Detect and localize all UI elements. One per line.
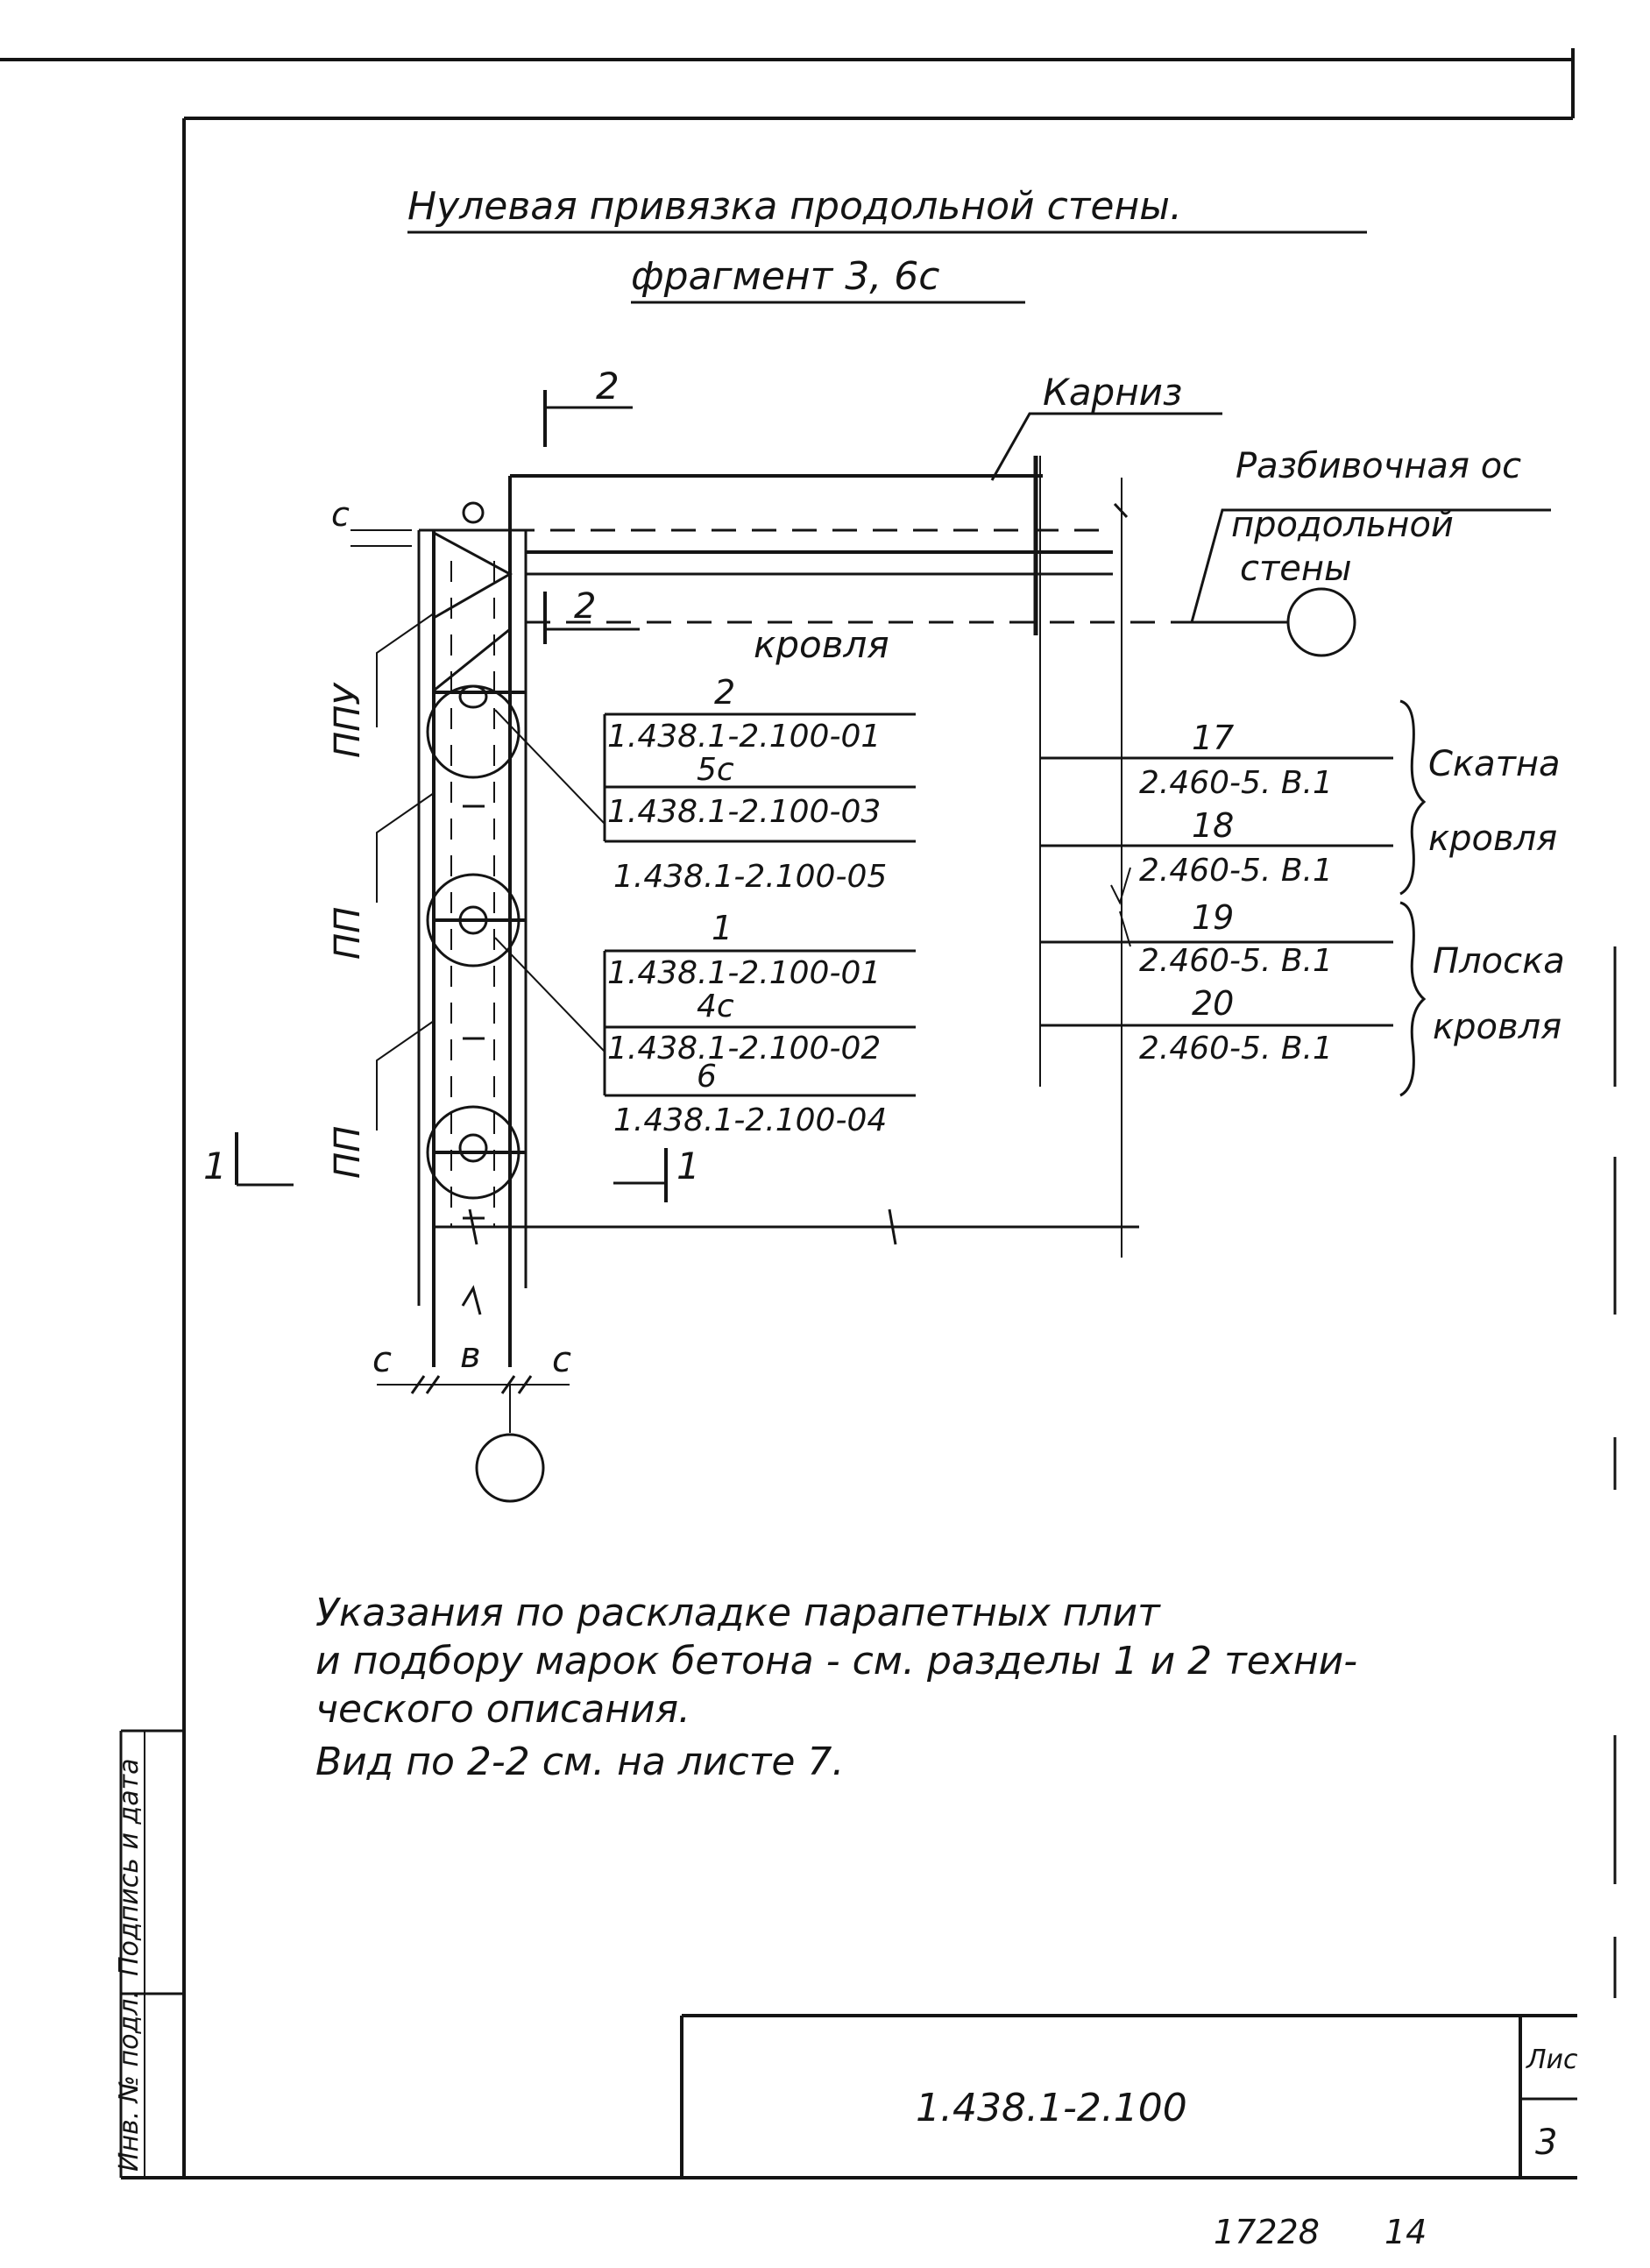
section-mark-1-bottom: 1 xyxy=(613,1145,700,1202)
dimension-c-right: с xyxy=(552,1340,571,1380)
note-line-3: ческого описания. xyxy=(315,1687,690,1732)
side-stamp-field-inventory: Инв. № подл. xyxy=(114,1990,145,2172)
left-callout-2-mid: 4с xyxy=(697,989,734,1024)
axis-label-line-2: продольной xyxy=(1231,505,1454,545)
section-mark-2-top: 2 xyxy=(543,365,633,447)
left-callout-2-below: 1.438.1-2.100-04 xyxy=(613,1102,887,1138)
left-callout-2-top: 1 xyxy=(712,909,733,947)
roof-type-flat-1: Плоска xyxy=(1433,941,1565,982)
left-callout-2-mid-2: 6 xyxy=(697,1059,717,1095)
footer: 17228 14 xyxy=(1214,2213,1427,2251)
dimension-c-left: с xyxy=(372,1340,392,1380)
drawing-title: Нулевая привязка продольной стены. фрагм… xyxy=(407,184,1367,304)
axis-marker: Разбивочная ос продольной стены xyxy=(1190,446,1551,657)
section-mark-1-left-label: 1 xyxy=(203,1145,227,1187)
label-pp-1: ПП xyxy=(328,907,368,960)
section-mark-1-bottom-label: 1 xyxy=(676,1145,700,1187)
left-callout-2-line-1: 1.438.1-2.100-01 xyxy=(607,955,881,991)
label-ppu: ППУ xyxy=(328,682,368,758)
right-callout-20-num: 20 xyxy=(1192,984,1234,1023)
footer-code: 17228 xyxy=(1214,2213,1320,2251)
right-callout-20-ref: 2.460-5. В.1 xyxy=(1139,1031,1333,1067)
title-line-1: Нулевая привязка продольной стены. xyxy=(407,184,1182,229)
left-callout-2: 1 1.438.1-2.100-01 4с 1.438.1-2.100-02 6… xyxy=(494,909,916,1138)
left-callout-1-top: 2 xyxy=(714,673,735,712)
title-line-2: фрагмент 3, 6с xyxy=(631,254,939,299)
note-line-2: и подбору марок бетона - см. разделы 1 и… xyxy=(315,1639,1357,1683)
footer-page: 14 xyxy=(1384,2213,1427,2251)
sheet-number: 3 xyxy=(1535,2123,1557,2163)
left-callout-1-line-2: 1.438.1-2.100-03 xyxy=(607,794,881,830)
side-stamp-field-signature: Подпись и дата xyxy=(114,1759,145,1977)
section-mark-2-mid: 2 xyxy=(543,586,640,644)
left-callout-1-line-1: 1.438.1-2.100-01 xyxy=(607,719,881,755)
cornice-roof-lines: Карниз кровля xyxy=(508,371,1222,1258)
right-callout-18-ref: 2.460-5. В.1 xyxy=(1139,853,1333,889)
notes: Указания по раскладке парапетных плит и … xyxy=(315,1591,1357,1784)
right-callout-17-num: 17 xyxy=(1192,719,1234,757)
right-callout-18-num: 18 xyxy=(1192,806,1234,845)
right-callout-17-ref: 2.460-5. В.1 xyxy=(1139,765,1333,801)
label-pp-2: ПП xyxy=(328,1126,368,1179)
cornice-label: Карниз xyxy=(1043,371,1182,414)
left-callout-1-mid: 5с xyxy=(697,752,734,788)
sheet-label: Лис xyxy=(1526,2045,1578,2075)
dimension-c-top: с xyxy=(331,495,350,534)
sheet-frame xyxy=(0,48,1617,2179)
roof-type-pitched-1: Скатна xyxy=(1428,744,1561,784)
section-mark-2-mid-label: 2 xyxy=(574,586,596,627)
element-labels: ППУ ПП ПП xyxy=(328,613,435,1179)
roof-type-flat-2: кровля xyxy=(1433,1007,1561,1047)
dimension-lines: с с в с xyxy=(331,495,571,1503)
parapet-column xyxy=(417,501,1139,1367)
dimension-b: в xyxy=(460,1336,481,1376)
note-line-4: Вид по 2-2 см. на листе 7. xyxy=(315,1740,844,1784)
roof-label: кровля xyxy=(754,623,889,666)
right-callouts: 17 2.460-5. В.1 18 2.460-5. В.1 19 2.460… xyxy=(1040,699,1565,1097)
right-callout-19-num: 19 xyxy=(1192,898,1234,937)
left-callout-1-below: 1.438.1-2.100-05 xyxy=(613,859,887,895)
left-callout-2-line-2: 1.438.1-2.100-02 xyxy=(607,1031,881,1067)
right-callout-19-ref: 2.460-5. В.1 xyxy=(1139,943,1333,979)
left-callout-1: 2 1.438.1-2.100-01 5с 1.438.1-2.100-03 1… xyxy=(494,673,916,895)
title-block: 1.438.1-2.100 Лис 3 xyxy=(680,2014,1578,2178)
section-mark-1-left: 1 xyxy=(203,1132,294,1187)
note-line-1: Указания по раскладке парапетных плит xyxy=(315,1591,1161,1635)
axis-label-line-1: Разбивочная ос xyxy=(1236,446,1521,486)
side-stamp: Подпись и дата Инв. № подл. xyxy=(114,1729,184,2178)
designation: 1.438.1-2.100 xyxy=(916,2086,1187,2130)
axis-label-line-3: стены xyxy=(1240,549,1352,589)
roof-type-pitched-2: кровля xyxy=(1428,819,1557,859)
section-mark-2-top-label: 2 xyxy=(596,365,620,408)
